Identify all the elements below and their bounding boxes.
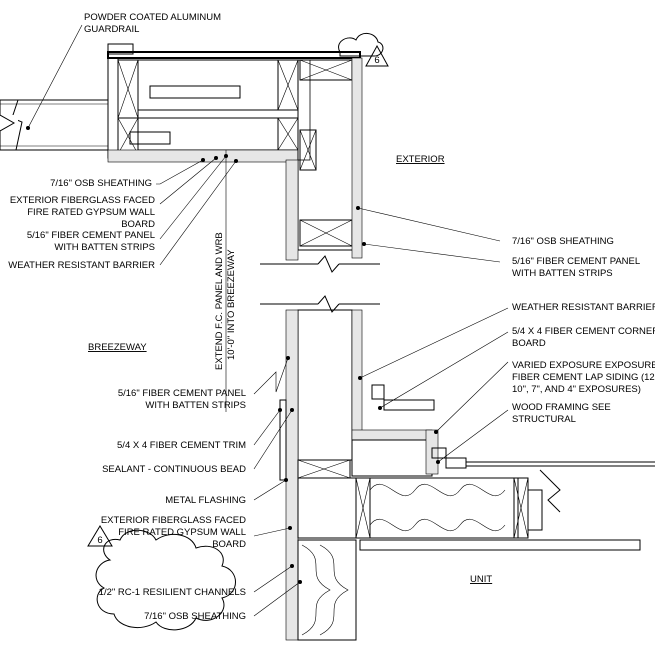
- svg-text:UNIT: UNIT: [470, 574, 492, 585]
- svg-text:WOOD FRAMING SEE: WOOD FRAMING SEE: [512, 402, 611, 413]
- svg-text:5/16" FIBER CEMENT PANEL: 5/16" FIBER CEMENT PANEL: [27, 230, 155, 241]
- label-trim: 5/4 X 4 FIBER CEMENT TRIM: [117, 440, 246, 451]
- label-osb-left-lower: 7/16" OSB SHEATHING: [144, 611, 246, 622]
- svg-text:7/16" OSB SHEATHING: 7/16" OSB SHEATHING: [50, 178, 152, 189]
- svg-text:6: 6: [374, 55, 379, 66]
- section-tag-top: 6: [365, 44, 389, 67]
- balcony-floor-framing: [107, 57, 299, 159]
- break-line-bottom: [260, 295, 380, 313]
- svg-text:WITH BATTEN STRIPS: WITH BATTEN STRIPS: [145, 400, 246, 411]
- svg-text:5/16" FIBER CEMENT PANEL: 5/16" FIBER CEMENT PANEL: [512, 256, 640, 267]
- label-exterior: EXTERIOR: [396, 154, 445, 165]
- section-tag-bottom: 6: [87, 525, 113, 547]
- label-unit: UNIT: [470, 574, 492, 585]
- svg-text:GUARDRAIL: GUARDRAIL: [84, 24, 139, 35]
- svg-text:BOARD: BOARD: [212, 539, 246, 550]
- label-wrb-left: WEATHER RESISTANT BARRIER: [8, 260, 155, 271]
- floor-system: [297, 459, 655, 551]
- svg-text:POWDER COATED ALUMINUM: POWDER COATED ALUMINUM: [84, 12, 221, 23]
- label-fc-panel-left-lower: 5/16" FIBER CEMENT PANEL WITH BATTEN STR…: [118, 388, 246, 411]
- label-extend-note: EXTEND F.C. PANEL AND WRB 10'-0" INTO BR…: [214, 232, 237, 370]
- label-wrb-right: WEATHER RESISTANT BARRIER: [512, 302, 655, 313]
- svg-text:EXTEND F.C. PANEL AND WRB: EXTEND F.C. PANEL AND WRB: [214, 232, 225, 370]
- label-osb-right: 7/16" OSB SHEATHING: [512, 236, 614, 247]
- svg-text:1/2" RC-1 RESILIENT CHANNELS: 1/2" RC-1 RESILIENT CHANNELS: [99, 587, 246, 598]
- label-fc-panel-right: 5/16" FIBER CEMENT PANEL WITH BATTEN STR…: [512, 256, 640, 279]
- svg-text:BOARD: BOARD: [121, 219, 155, 230]
- svg-text:BOARD: BOARD: [512, 338, 546, 349]
- label-lap-siding: VARIED EXPOSURE EXPOSURE FIBER CEMENT LA…: [512, 360, 655, 395]
- svg-text:VARIED EXPOSURE EXPOSURE: VARIED EXPOSURE EXPOSURE: [512, 360, 655, 371]
- svg-text:7/16" OSB SHEATHING: 7/16" OSB SHEATHING: [144, 611, 246, 622]
- svg-text:6: 6: [97, 535, 102, 546]
- floor-slab-left: [0, 99, 109, 151]
- svg-text:5/16" FIBER CEMENT PANEL: 5/16" FIBER CEMENT PANEL: [118, 388, 246, 399]
- label-corner-board: 5/4 X 4 FIBER CEMENT CORNER BOARD: [512, 326, 655, 349]
- wall-insulation: [297, 539, 357, 641]
- svg-text:WITH BATTEN STRIPS: WITH BATTEN STRIPS: [512, 268, 613, 279]
- svg-text:BREEZEWAY: BREEZEWAY: [88, 342, 147, 353]
- siding-assembly: [351, 384, 467, 477]
- svg-text:STRUCTURAL: STRUCTURAL: [512, 414, 576, 425]
- svg-text:FIRE RATED GYPSUM WALL: FIRE RATED GYPSUM WALL: [118, 527, 246, 538]
- upper-wall: [285, 57, 363, 261]
- leader-lines: [26, 24, 509, 617]
- svg-text:7/16" OSB SHEATHING: 7/16" OSB SHEATHING: [512, 236, 614, 247]
- svg-text:EXTERIOR FIBERGLASS FACED: EXTERIOR FIBERGLASS FACED: [101, 515, 246, 526]
- lower-wall: [279, 309, 363, 641]
- svg-text:FIRE RATED GYPSUM WALL: FIRE RATED GYPSUM WALL: [27, 207, 155, 218]
- label-gypsum-left-upper: EXTERIOR FIBERGLASS FACED FIRE RATED GYP…: [10, 195, 155, 230]
- svg-text:10'-0" INTO BREEZEWAY: 10'-0" INTO BREEZEWAY: [226, 249, 237, 360]
- soffit-panel: [107, 59, 317, 171]
- revision-cloud-bottom: [95, 529, 236, 631]
- svg-text:WEATHER RESISTANT BARRIER: WEATHER RESISTANT BARRIER: [512, 302, 655, 313]
- svg-text:EXTERIOR: EXTERIOR: [396, 154, 445, 165]
- label-osb-left-upper: 7/16" OSB SHEATHING: [50, 178, 152, 189]
- svg-text:SEALANT - CONTINUOUS BEAD: SEALANT - CONTINUOUS BEAD: [102, 464, 246, 475]
- label-wood-framing: WOOD FRAMING SEE STRUCTURAL: [512, 402, 611, 425]
- svg-text:10", 7", AND 4" EXPOSURES): 10", 7", AND 4" EXPOSURES): [512, 384, 641, 395]
- guardrail-post: [107, 43, 361, 59]
- svg-text:5/4 X 4 FIBER CEMENT CORNER: 5/4 X 4 FIBER CEMENT CORNER: [512, 326, 655, 337]
- svg-text:5/4 X 4 FIBER CEMENT TRIM: 5/4 X 4 FIBER CEMENT TRIM: [117, 440, 246, 451]
- svg-text:FIBER CEMENT LAP SIDING (12",: FIBER CEMENT LAP SIDING (12",: [512, 372, 655, 383]
- break-line-top: [260, 255, 380, 273]
- svg-text:METAL FLASHING: METAL FLASHING: [165, 495, 246, 506]
- label-flashing: METAL FLASHING: [165, 495, 246, 506]
- label-breezeway: BREEZEWAY: [88, 342, 147, 353]
- svg-text:EXTERIOR FIBERGLASS FACED: EXTERIOR FIBERGLASS FACED: [10, 195, 155, 206]
- label-sealant: SEALANT - CONTINUOUS BEAD: [102, 464, 246, 475]
- label-channels: 1/2" RC-1 RESILIENT CHANNELS: [99, 587, 246, 598]
- svg-text:WEATHER RESISTANT BARRIER: WEATHER RESISTANT BARRIER: [8, 260, 155, 271]
- svg-text:WITH BATTEN STRIPS: WITH BATTEN STRIPS: [54, 242, 155, 253]
- label-gypsum-left-lower: EXTERIOR FIBERGLASS FACED FIRE RATED GYP…: [101, 515, 246, 550]
- label-guardrail: POWDER COATED ALUMINUM GUARDRAIL: [84, 12, 221, 35]
- label-fc-panel-left-upper: 5/16" FIBER CEMENT PANEL WITH BATTEN STR…: [27, 230, 155, 253]
